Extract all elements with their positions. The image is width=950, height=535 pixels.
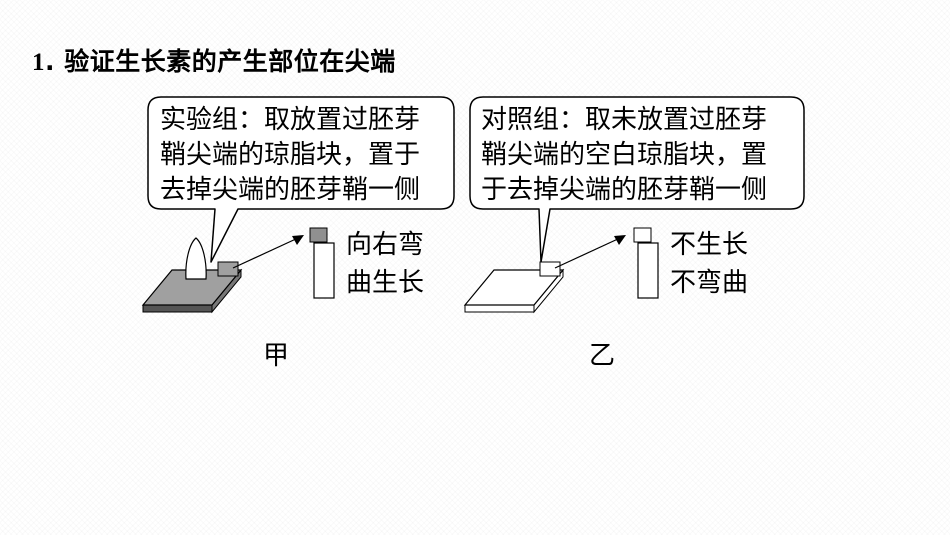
experiment-description: 实验组：取放置过胚芽 鞘尖端的琼脂块，置于 去掉尖端的胚芽鞘一侧 xyxy=(160,103,420,208)
control-agar-block-top xyxy=(463,269,565,306)
experiment-coleoptile-agar xyxy=(309,227,328,243)
control-description-line: 于去掉尖端的胚芽鞘一侧 xyxy=(481,175,768,205)
control-arrow xyxy=(554,235,626,269)
experiment-agar-block xyxy=(141,268,243,314)
heading: 1. 验证生长素的产生部位在尖端 xyxy=(32,42,396,78)
experiment-small-agar-piece xyxy=(217,261,239,277)
experiment-coleoptile xyxy=(309,227,335,299)
experiment-result-line: 向右弯 xyxy=(346,230,425,260)
control-speech-bubble xyxy=(469,96,805,263)
heading-number: 1 xyxy=(32,49,45,76)
experiment-description-line: 去掉尖端的胚芽鞘一侧 xyxy=(160,175,421,205)
control-description-line: 对照组：取未放置过胚芽 xyxy=(481,105,768,135)
experiment-result-line: 曲生长 xyxy=(346,268,425,298)
experiment-arrow xyxy=(232,235,304,269)
experiment-description-line: 鞘尖端的琼脂块，置于 xyxy=(160,140,421,170)
control-result: 不生长 不弯曲 xyxy=(670,226,748,302)
control-result-line: 不弯曲 xyxy=(670,268,749,298)
experiment-caption: 甲 xyxy=(263,341,290,371)
control-agar-block xyxy=(463,268,565,314)
control-coleoptile xyxy=(633,227,659,299)
experiment-result: 向右弯 曲生长 xyxy=(346,226,424,302)
heading-text: . 验证生长素的产生部位在尖端 xyxy=(45,47,396,76)
experiment-agar-block-front xyxy=(142,304,213,313)
control-coleoptile-agar xyxy=(633,227,652,243)
control-agar-block-front xyxy=(464,304,535,313)
control-result-line: 不生长 xyxy=(670,230,749,260)
control-small-agar-piece xyxy=(539,261,561,277)
control-description: 对照组：取未放置过胚芽 鞘尖端的空白琼脂块，置 于去掉尖端的胚芽鞘一侧 xyxy=(481,103,767,208)
control-caption: 乙 xyxy=(589,341,616,371)
control-description-line: 鞘尖端的空白琼脂块，置 xyxy=(481,140,768,170)
experiment-agar-block-top xyxy=(141,269,243,306)
experiment-speech-bubble xyxy=(147,96,455,263)
experiment-description-line: 实验组：取放置过胚芽 xyxy=(160,105,421,135)
experiment-coleoptile-tip xyxy=(185,237,207,280)
